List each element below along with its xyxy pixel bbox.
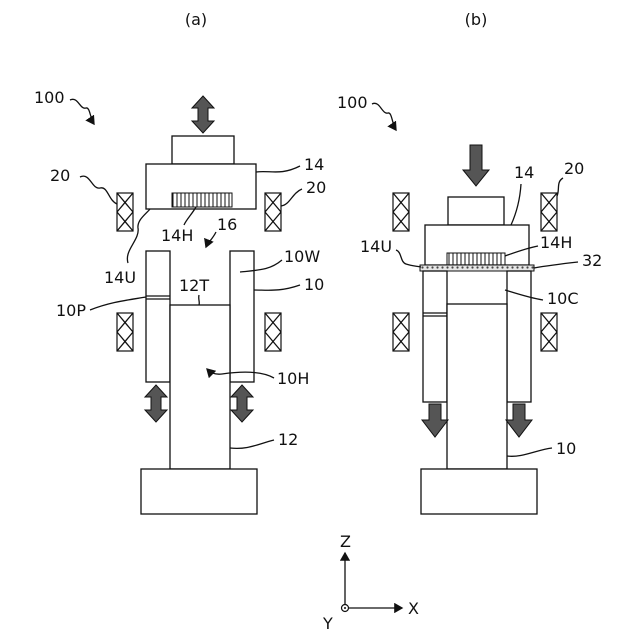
magnet-coil-b-lower-left bbox=[393, 313, 409, 351]
y-axis-label: Y bbox=[322, 614, 333, 633]
label-12t-a: 12T bbox=[179, 276, 209, 295]
panel-a: (a) 100 bbox=[34, 10, 326, 514]
panel-b-caption: (b) bbox=[465, 10, 488, 29]
label-16-a: 16 bbox=[217, 215, 237, 234]
upper-mold-motion-arrow bbox=[192, 96, 214, 133]
label-10h-a: 10H bbox=[277, 369, 309, 388]
upper-mold-shaft-b bbox=[448, 197, 504, 225]
panel-a-caption: (a) bbox=[185, 10, 207, 29]
magnet-coil-b-lower-right bbox=[541, 313, 557, 351]
base-a bbox=[141, 469, 257, 514]
upper-mold-shaft-a bbox=[172, 136, 234, 164]
magnet-coil-a-lower-right bbox=[265, 313, 281, 351]
magnet-coil-b-upper-right bbox=[541, 193, 557, 231]
outer-mold-right-down-arrow bbox=[506, 404, 532, 437]
outer-mold-left-motion-arrow bbox=[145, 385, 167, 422]
base-b bbox=[421, 469, 537, 514]
outer-mold-left-wall-b bbox=[423, 271, 447, 402]
outer-mold-right-motion-arrow bbox=[231, 385, 253, 422]
magnet-coil-b-upper-left bbox=[393, 193, 409, 231]
label-20-a-left: 20 bbox=[50, 166, 70, 185]
label-14h-a: 14H bbox=[161, 226, 193, 245]
panel-b: (b) 100 bbox=[337, 10, 602, 514]
magnet-coil-a-upper-right bbox=[265, 193, 281, 231]
magnet-coil-a-upper-left bbox=[117, 193, 133, 231]
label-10w-a: 10W bbox=[284, 247, 320, 266]
label-100-b: 100 bbox=[337, 93, 368, 112]
leader-100-a bbox=[70, 99, 94, 124]
coordinate-axes: Z X Y bbox=[322, 532, 419, 633]
label-10-b: 10 bbox=[556, 439, 576, 458]
label-10-a: 10 bbox=[304, 275, 324, 294]
upper-mold-down-arrow bbox=[463, 145, 489, 186]
outer-mold-left-wall-a bbox=[146, 251, 170, 382]
heater-14h-b bbox=[447, 253, 505, 265]
label-14h-b: 14H bbox=[540, 233, 572, 252]
label-14u-a: 14U bbox=[104, 268, 136, 287]
label-10c-b: 10C bbox=[547, 289, 579, 308]
lower-punch-a bbox=[170, 305, 230, 469]
label-14-b: 14 bbox=[514, 163, 534, 182]
lower-punch-b bbox=[447, 304, 507, 469]
outer-mold-right-wall-b bbox=[507, 271, 531, 402]
label-100-a: 100 bbox=[34, 88, 65, 107]
sheet-32 bbox=[420, 265, 534, 271]
z-axis-label: Z bbox=[340, 532, 351, 551]
label-14-a: 14 bbox=[304, 155, 324, 174]
label-20-a-right: 20 bbox=[306, 178, 326, 197]
label-10p-a: 10P bbox=[56, 301, 86, 320]
label-32: 32 bbox=[582, 251, 602, 270]
outer-mold-left-down-arrow bbox=[422, 404, 448, 437]
label-20-b: 20 bbox=[564, 159, 584, 178]
x-axis-label: X bbox=[408, 599, 419, 618]
label-14u-b: 14U bbox=[360, 237, 392, 256]
magnet-coil-a-lower-left bbox=[117, 313, 133, 351]
label-12-a: 12 bbox=[278, 430, 298, 449]
heater-14h-a bbox=[172, 193, 232, 207]
